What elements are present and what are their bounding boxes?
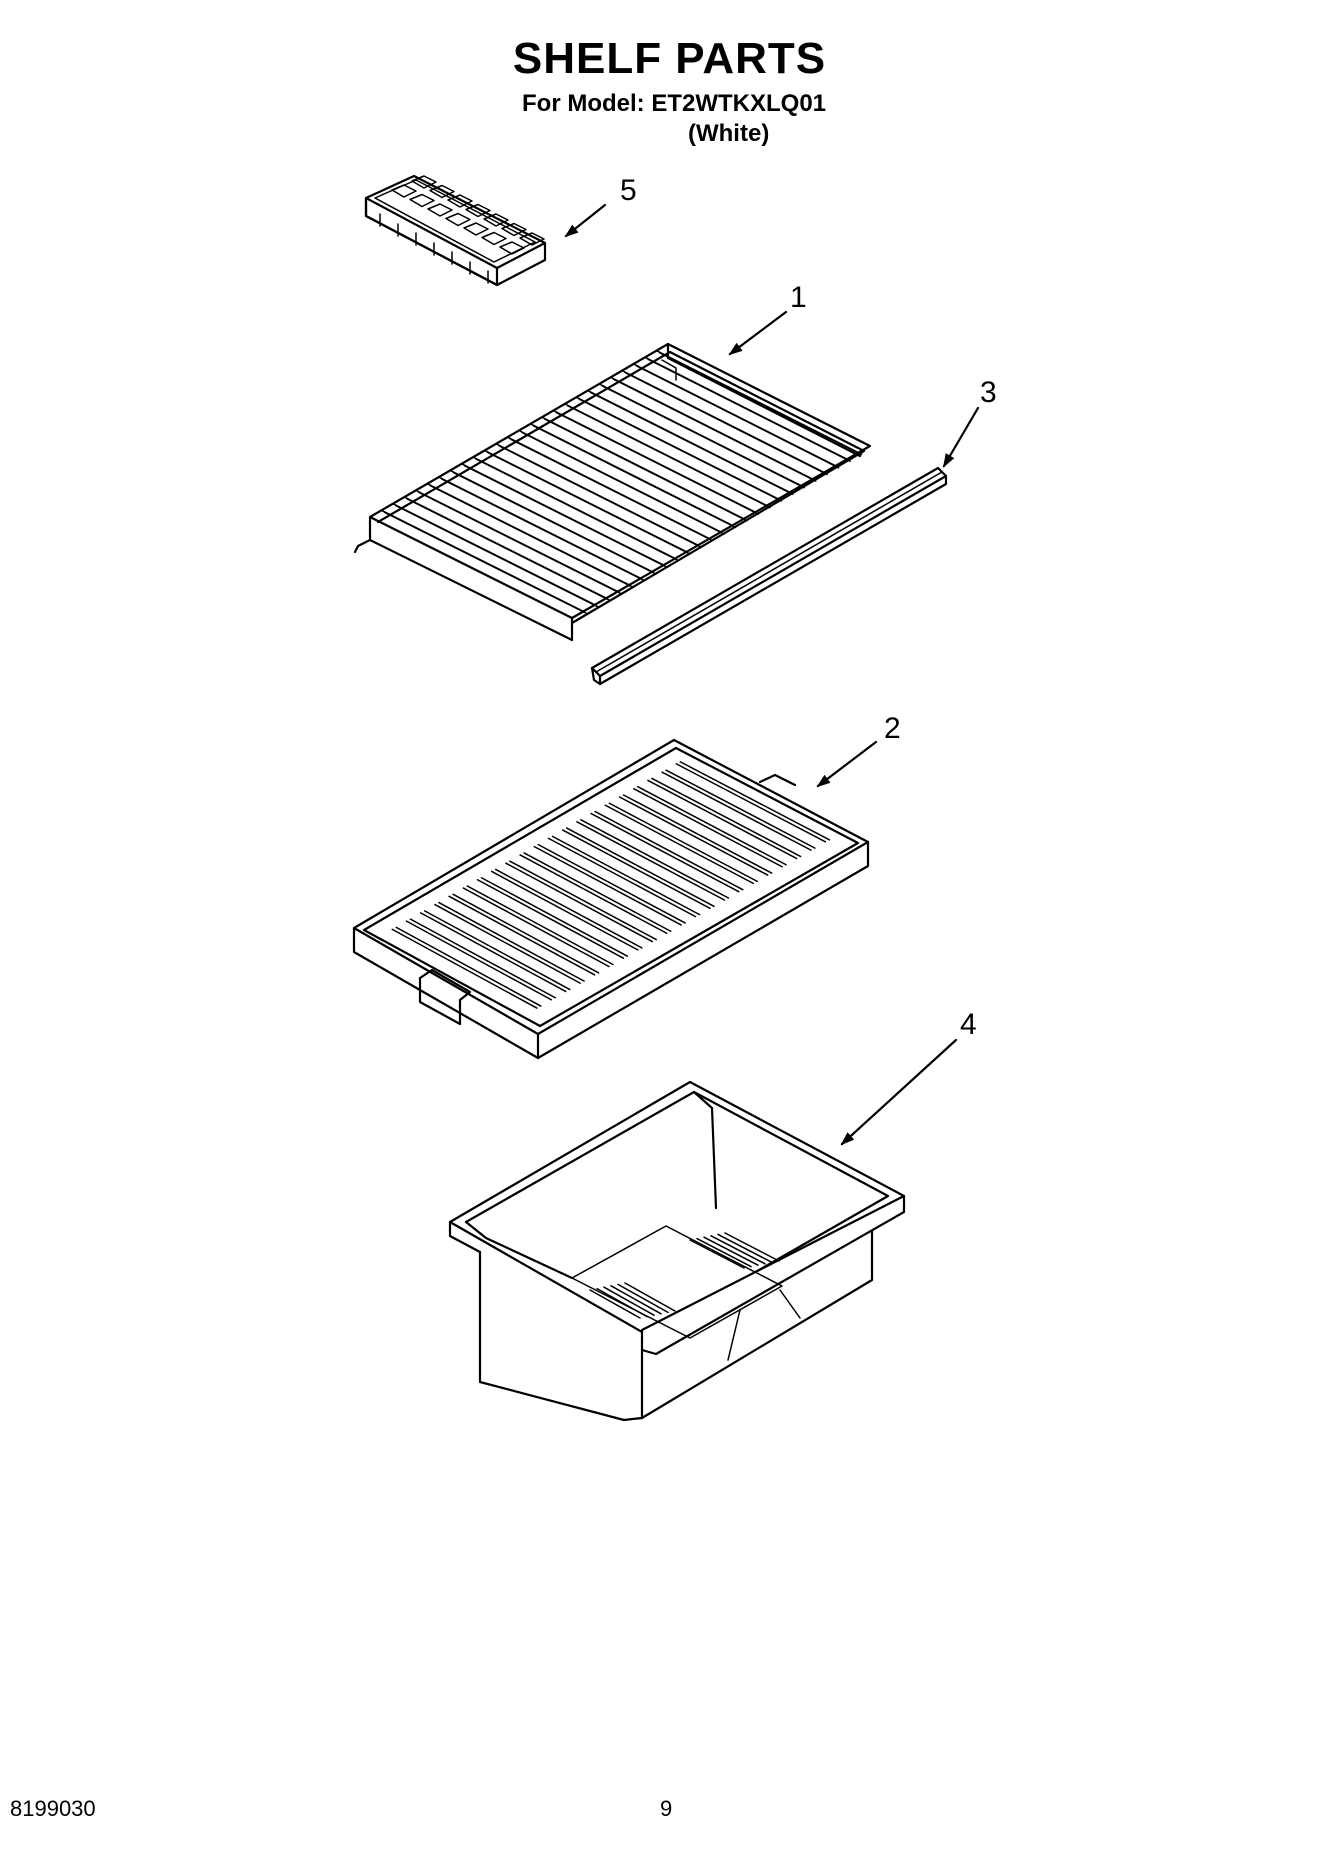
callout-2: 2 (884, 712, 901, 745)
leader-arrow-4 (840, 1038, 958, 1146)
model-line: For Model: ET2WTKXLQ01 (522, 90, 827, 117)
callout-1: 1 (790, 281, 807, 314)
leader-arrow-5 (564, 203, 607, 238)
ice-tray-part (364, 174, 547, 287)
wire-shelf-part (353, 342, 872, 642)
callout-4: 4 (960, 1008, 977, 1041)
glass-shelf-part (352, 738, 870, 1060)
crisper-pan-part (448, 1080, 906, 1422)
shelf-trim-part (590, 466, 948, 686)
page-number: 9 (660, 1796, 673, 1821)
model-variant: (White) (688, 120, 770, 147)
callout-3: 3 (980, 376, 997, 409)
leader-arrow-2 (816, 740, 878, 788)
page-title: SHELF PARTS (512, 34, 827, 83)
leader-arrow-3 (942, 406, 980, 468)
document-number: 8199030 (10, 1796, 96, 1821)
leader-arrow-1 (728, 310, 788, 356)
callout-5: 5 (620, 174, 637, 207)
